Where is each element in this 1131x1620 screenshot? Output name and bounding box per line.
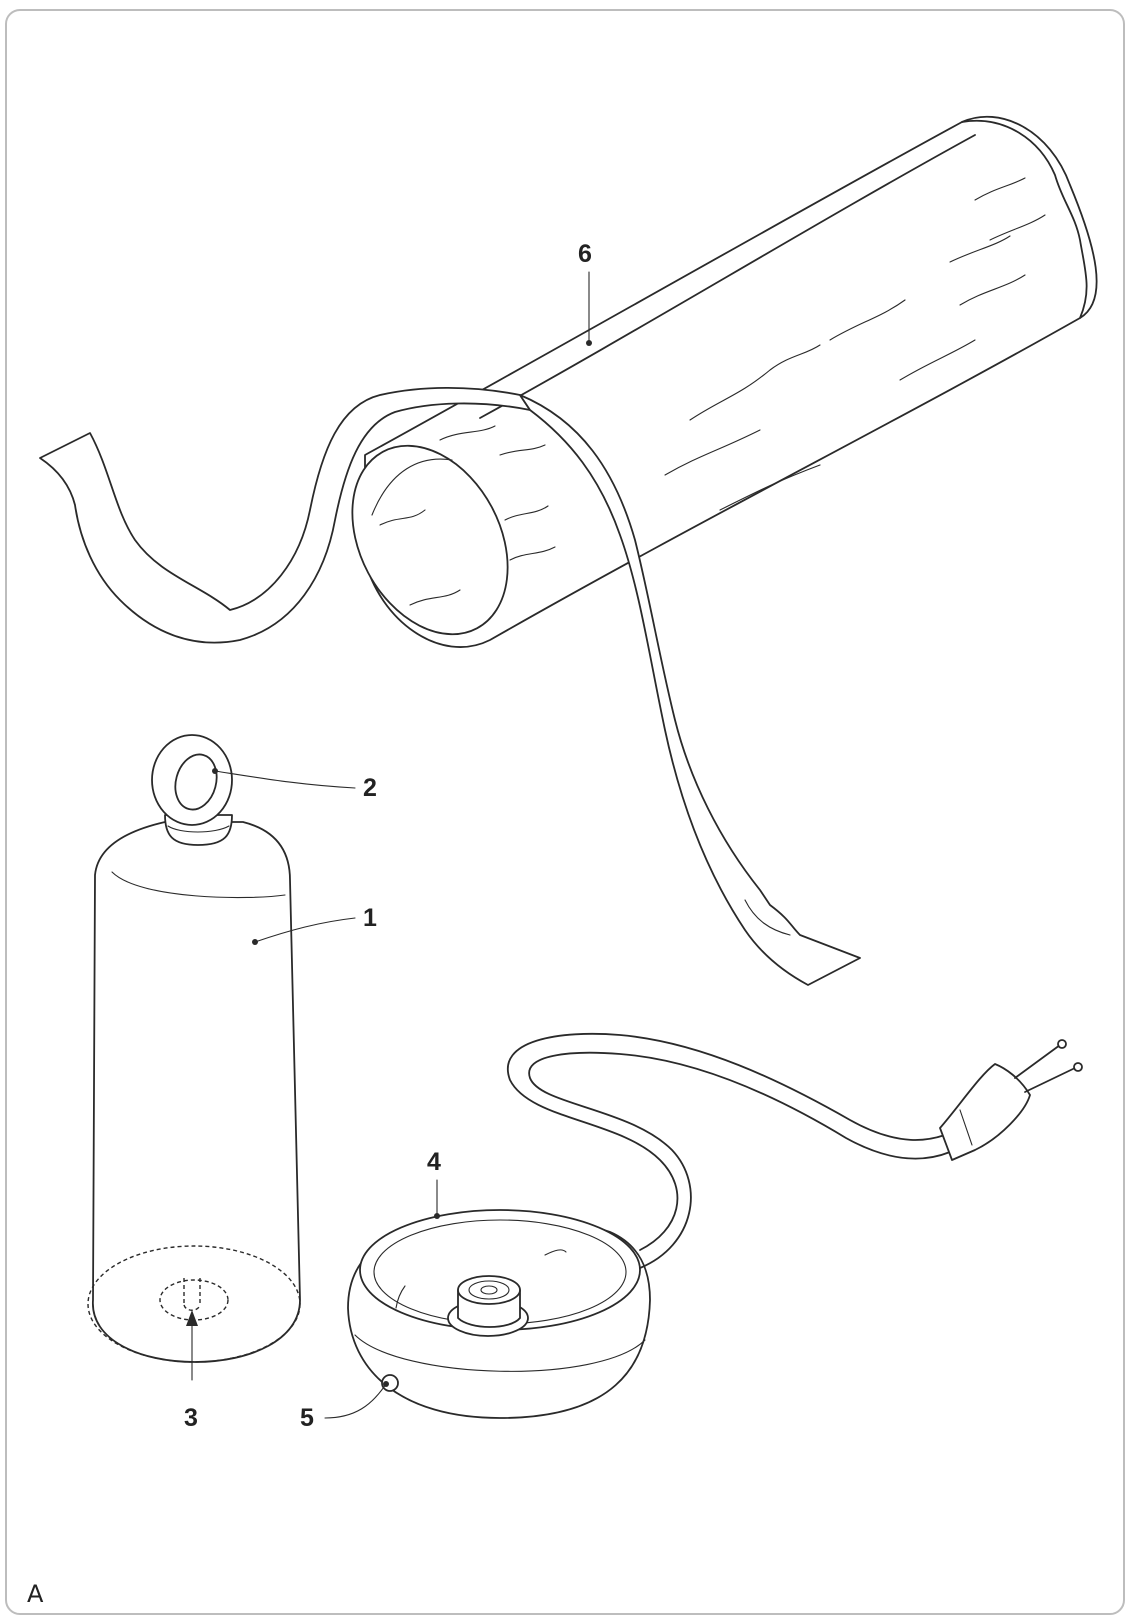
callout-6: 6 bbox=[578, 240, 592, 268]
charging-base-part bbox=[347, 1032, 1083, 1419]
callout-5: 5 bbox=[300, 1404, 314, 1432]
callout-4: 4 bbox=[427, 1148, 441, 1176]
wood-sleeve-part bbox=[39, 115, 1098, 986]
callout-3: 3 bbox=[184, 1404, 198, 1432]
callout-2: 2 bbox=[363, 774, 377, 802]
diagram-frame bbox=[5, 9, 1125, 1615]
panel-letter: A bbox=[27, 1580, 44, 1608]
callout-1: 1 bbox=[363, 904, 377, 932]
lamp-body-part bbox=[87, 734, 301, 1363]
leader-lines bbox=[186, 271, 592, 1419]
